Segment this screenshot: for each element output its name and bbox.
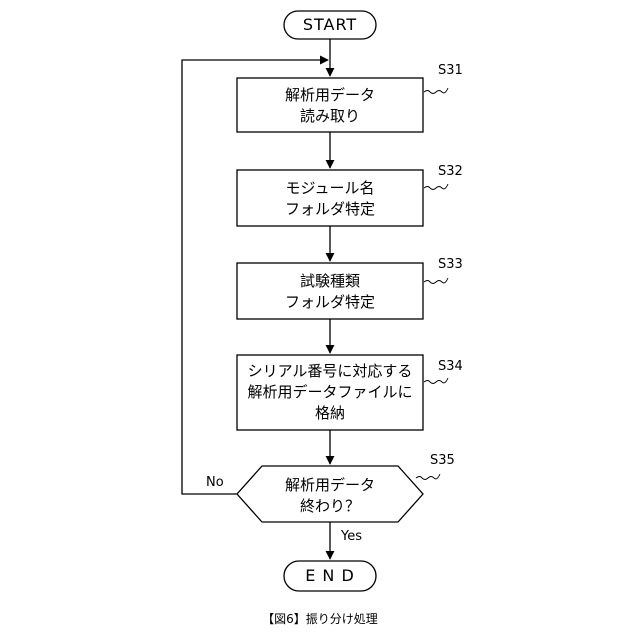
step-s32-line2: フォルダ特定 <box>285 200 375 218</box>
step-s34-line2: 解析用データファイルに <box>247 383 412 401</box>
step-s33-leader <box>424 278 448 284</box>
no-branch-label: No <box>206 475 224 490</box>
yes-branch-label: Yes <box>340 529 362 544</box>
step-s32-line1: モジュール名 <box>286 179 375 197</box>
step-s32-leader <box>424 184 448 190</box>
step-s34-line1: シリアル番号に対応する <box>248 362 413 380</box>
decision-s35-id: S35 <box>430 453 455 468</box>
step-s31-line1: 解析用データ <box>285 86 375 104</box>
start-label: START <box>303 15 357 34</box>
step-s32-id: S32 <box>438 164 463 179</box>
step-s34-id: S34 <box>438 359 463 374</box>
step-s31-line2: 読み取り <box>300 107 360 125</box>
step-s34-leader <box>424 378 448 384</box>
decision-s35-line1: 解析用データ <box>285 476 375 494</box>
end-label: E N D <box>305 566 355 585</box>
decision-s35-leader <box>416 474 440 480</box>
figure-caption: 【図6】振り分け処理 <box>0 610 640 627</box>
step-s33-id: S33 <box>438 257 463 272</box>
step-s34-line3: 格納 <box>315 404 345 422</box>
step-s33-line1: 試験種類 <box>300 272 360 290</box>
step-s31-id: S31 <box>438 63 463 78</box>
decision-s35-line2: 終わり？ <box>300 497 360 515</box>
step-s31-leader <box>424 88 448 94</box>
step-s33-line2: フォルダ特定 <box>285 293 375 311</box>
